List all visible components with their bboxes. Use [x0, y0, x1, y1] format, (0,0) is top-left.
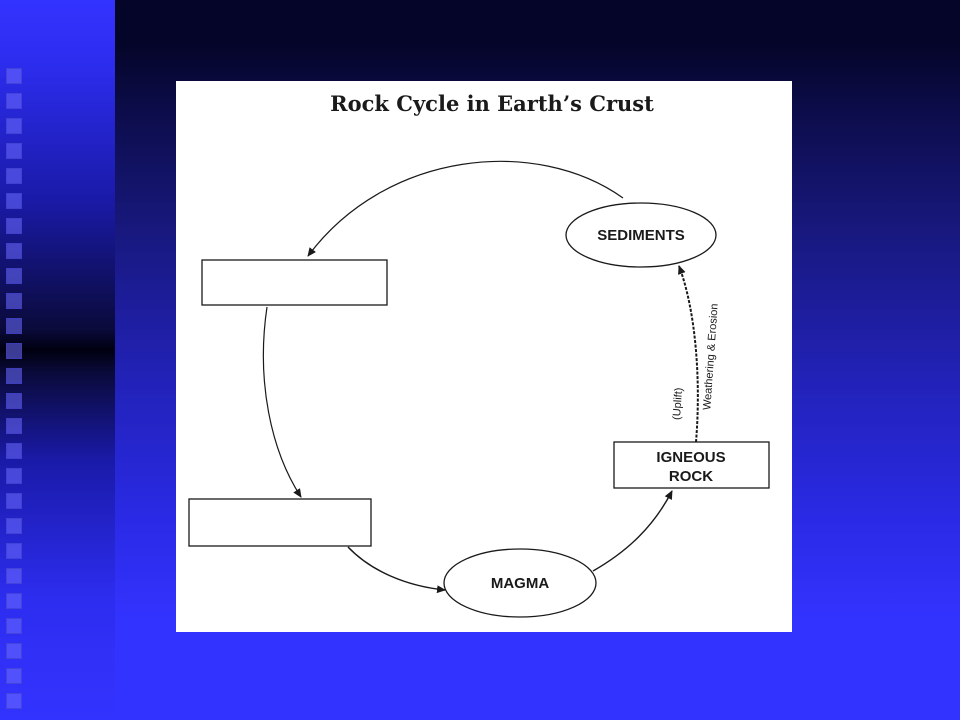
- arrow-magma-to-igneous-rock: [592, 490, 673, 572]
- arrow-upper-box-to-lower-box: [262, 306, 302, 498]
- igneous-rock-label-line1: IGNEOUS: [656, 449, 725, 466]
- arrow-igneous-rock-to-sediments: [678, 265, 699, 443]
- weathering-erosion-label: Weathering & Erosion: [701, 303, 720, 410]
- rock-cycle-diagram: Rock Cycle in Earth’s Crust (Uplift) Wea…: [176, 81, 792, 632]
- magma-label: MAGMA: [491, 575, 549, 592]
- sediments-label: SEDIMENTS: [597, 227, 685, 244]
- arrow-sediments-to-upper-box: [307, 160, 624, 257]
- sediments-node: [565, 202, 717, 268]
- magma-node: [443, 548, 597, 618]
- arrow-lower-box-to-magma: [347, 546, 446, 594]
- left-decorative-strip: [0, 0, 115, 720]
- decorative-square-column: [6, 68, 22, 718]
- blank-box-lower: [188, 498, 372, 547]
- blank-box-upper: [201, 259, 388, 306]
- igneous-rock-node: [613, 441, 770, 489]
- diagram-title: Rock Cycle in Earth’s Crust: [330, 91, 654, 116]
- igneous-rock-label-line2: ROCK: [669, 468, 713, 485]
- uplift-label: (Uplift): [671, 387, 685, 420]
